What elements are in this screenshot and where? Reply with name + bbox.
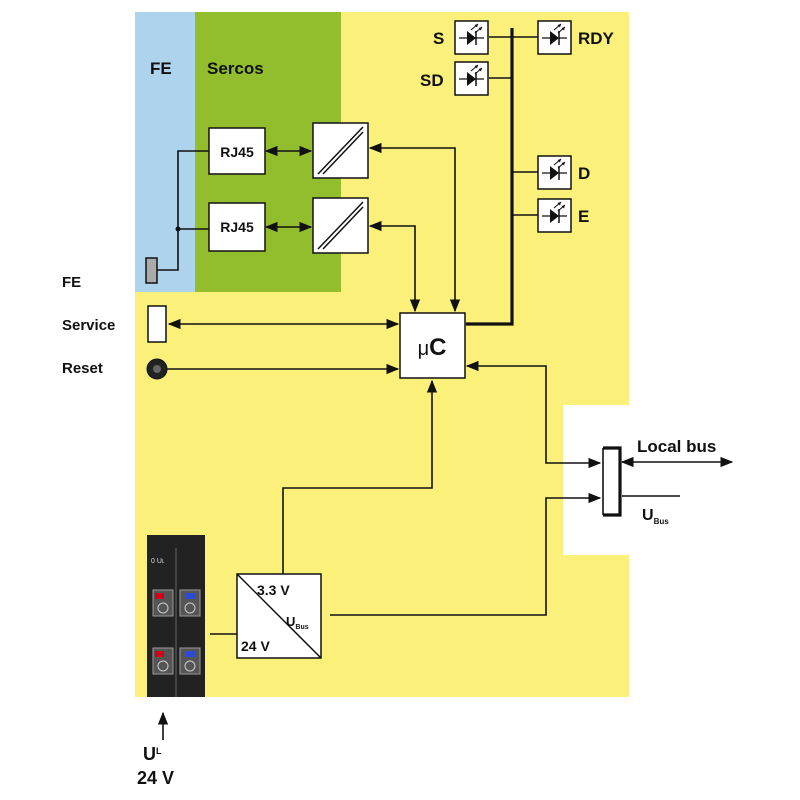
led-rdy	[537, 20, 572, 55]
power-converter-diagonal	[236, 573, 322, 659]
microcontroller-label: μC	[418, 334, 447, 361]
transceiver-top-to-uc	[368, 142, 461, 313]
transceiver-bottom-diagonal	[317, 201, 364, 250]
converter-33v-label: 3.3 V	[257, 582, 290, 598]
rj45-port-bottom[interactable]	[208, 202, 266, 252]
rj45-port-bottom-label: RJ45	[220, 219, 254, 235]
converter-to-uc	[282, 379, 438, 574]
led-diode-triangle	[467, 72, 476, 86]
led-s-label: S	[433, 29, 444, 48]
transceiver-bottom-to-uc	[368, 220, 421, 313]
supply-voltage-label: 24 V	[137, 768, 174, 788]
connector-blue-release-top	[186, 593, 195, 599]
service-interface[interactable]	[147, 305, 167, 343]
connector-screw-3	[157, 660, 169, 672]
converter-ubus-label: UBus	[286, 614, 309, 631]
led-e	[537, 198, 572, 233]
connector-screw-1	[157, 602, 169, 614]
led-e-label: E	[578, 207, 589, 226]
transceiver-top-diagonal	[317, 126, 364, 175]
sercos-zone-label: Sercos	[207, 59, 264, 78]
led-emission-heads	[557, 24, 565, 31]
led-sd-label: SD	[420, 71, 444, 90]
led-emission-heads	[474, 65, 482, 72]
local-bus-label: Local bus	[637, 437, 716, 456]
service-label: Service	[62, 317, 115, 334]
fe-ground-wire	[152, 150, 209, 271]
converter-24v-label: 24 V	[241, 638, 270, 654]
microcontroller	[399, 312, 466, 379]
led-d-label: D	[578, 164, 590, 183]
supply-u-label: UL	[143, 744, 162, 764]
led-sd	[454, 61, 489, 96]
local-bus-ubus-wire	[330, 492, 602, 616]
fe-zone	[135, 12, 195, 292]
connector-top-label: 0 UL	[151, 558, 165, 565]
connector-red-release-top	[155, 593, 164, 599]
led-diode-triangle	[550, 166, 559, 180]
led-rdy-label: RDY	[578, 29, 615, 48]
reset-label: Reset	[62, 360, 103, 377]
led-bus	[466, 28, 514, 326]
local-bus-ubus-label: UBus	[642, 507, 669, 526]
fe-ground-terminal	[145, 257, 158, 284]
transceiver-top-diagonal-2	[322, 131, 364, 175]
led-diode-triangle	[467, 31, 476, 45]
uc-to-local-bus	[465, 360, 602, 469]
local-bus-connector	[603, 446, 622, 517]
led-d	[537, 155, 572, 190]
led-diode-triangle	[550, 31, 559, 45]
connector-screw-2	[184, 602, 196, 614]
connector-screw-4	[184, 660, 196, 672]
led-emission-heads	[557, 202, 565, 209]
led-diode-triangle	[550, 209, 559, 223]
rj45-port-top[interactable]	[208, 127, 266, 175]
connector-blue-release-bottom	[186, 651, 195, 657]
transceiver-bottom-diagonal-2	[322, 206, 364, 250]
rj45-port-top-label: RJ45	[220, 144, 254, 160]
led-s	[454, 20, 489, 55]
led-emission-heads	[474, 24, 482, 31]
reset-button-center	[153, 365, 161, 373]
fe-junction	[175, 226, 181, 232]
led-emission-heads	[557, 159, 565, 166]
fe-zone-label: FE	[150, 59, 172, 78]
fe-side-label: FE	[62, 274, 81, 291]
connector-red-release-bottom	[155, 651, 164, 657]
